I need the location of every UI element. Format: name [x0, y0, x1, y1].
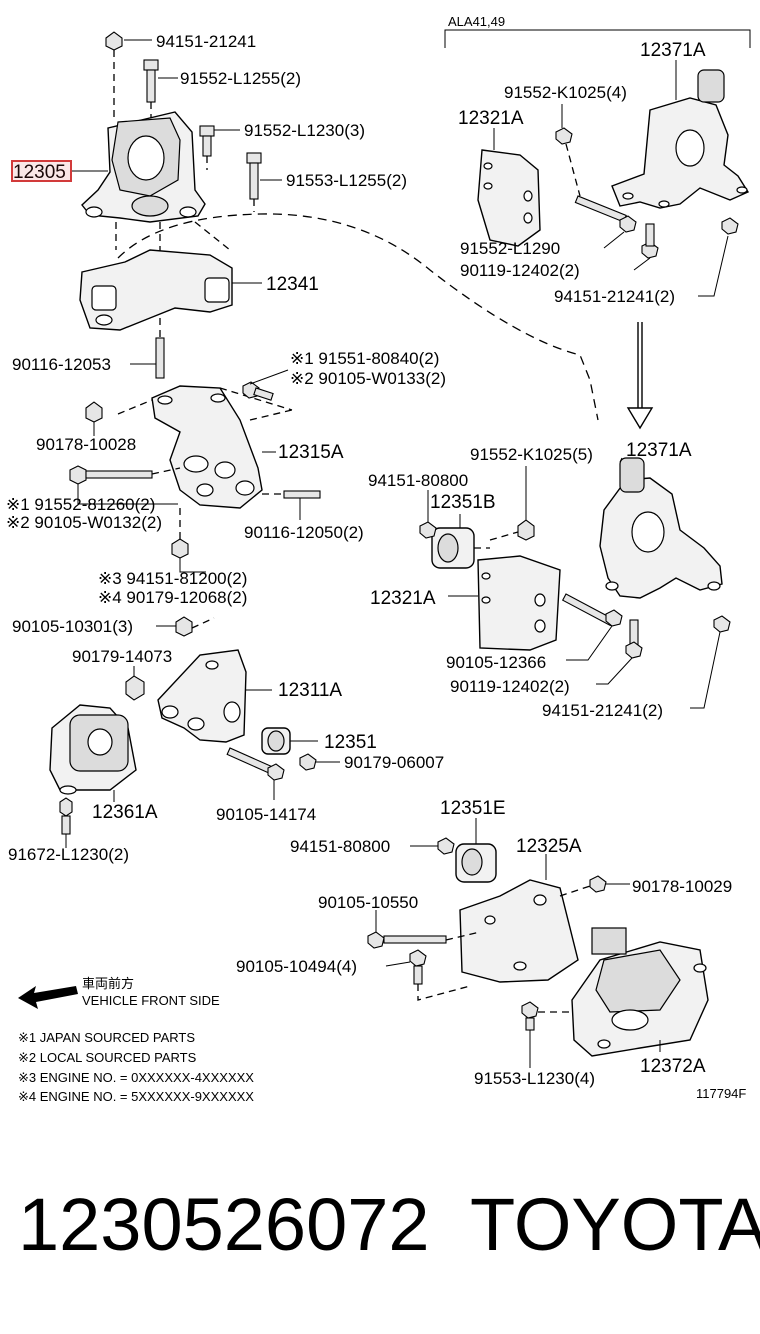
mount-12371a-mid — [599, 457, 723, 599]
engine-mount-12305 — [81, 111, 206, 223]
label-12351b: 12351B — [430, 492, 496, 513]
bracket-12315a — [151, 385, 263, 509]
label-91553-l1230: 91553-L1230(4) — [474, 1069, 595, 1088]
nut-90179-14073 — [125, 675, 145, 701]
label-12311a: 12311A — [278, 680, 342, 701]
label-90179-12068: ※4 90179-12068(2) — [98, 588, 247, 607]
stud-90116-12050 — [283, 490, 321, 499]
label-90105-10301: 90105-10301(3) — [12, 617, 133, 636]
label-90178-10028: 90178-10028 — [36, 435, 136, 454]
label-12371a-mid: 12371A — [626, 440, 692, 461]
nut-90179-06007 — [299, 753, 317, 771]
bracket-12325a — [459, 879, 579, 983]
note-4: ※4 ENGINE NO. = 5XXXXXX-9XXXXXX — [18, 1089, 254, 1104]
stud-90116-12053 — [155, 337, 165, 379]
nut-94151-81200 — [171, 538, 189, 559]
label-12341: 12341 — [266, 274, 319, 295]
nut-90178-10029 — [589, 875, 607, 893]
bolt-90105-10494 — [409, 949, 427, 985]
label-90105-w0133: ※2 90105-W0133(2) — [290, 369, 446, 388]
bushing-12351b — [431, 527, 475, 569]
label-12361a: 12361A — [92, 802, 158, 823]
label-91552-l1290: 91552-L1290 — [460, 239, 560, 258]
nut-94151-21241 — [713, 615, 731, 633]
label-90105-12366: 90105-12366 — [446, 653, 546, 672]
label-90119-12402-top: 90119-12402(2) — [460, 261, 580, 280]
label-front-en: VEHICLE FRONT SIDE — [82, 993, 220, 1008]
label-91672-l1230: 91672-L1230(2) — [8, 845, 129, 864]
label-94151-21241: 94151-21241 — [156, 32, 256, 51]
bushing-12351 — [261, 727, 291, 755]
nut-94151-80800-mid — [419, 521, 437, 539]
mount-12361a — [49, 704, 137, 795]
bolt-90105-10301 — [175, 616, 193, 637]
highlight-box — [11, 160, 72, 182]
bolt-91552-k1025 — [517, 519, 535, 541]
bolt-90119-12402 — [625, 619, 643, 659]
nut-94151-80800-low — [437, 837, 455, 855]
footer-brand: TOYOTA — [470, 1183, 760, 1266]
label-12321a-top: 12321A — [458, 108, 524, 129]
bolt-90105-14174 — [226, 747, 285, 781]
mount-12371a-top — [611, 69, 750, 209]
label-91552-81260: ※1 91552-81260(2) — [6, 495, 155, 514]
label-91553-l1255: 91553-L1255(2) — [286, 171, 407, 190]
engine-bracket-12341 — [79, 249, 233, 331]
variant-bracket-line — [444, 29, 751, 48]
bracket-12311a — [157, 649, 247, 743]
label-94151-21241-top: 94151-21241(2) — [554, 287, 675, 306]
nut-90178-10028 — [85, 401, 103, 423]
bolt-90105-10550 — [367, 931, 447, 949]
bolt-90105-12366 — [561, 593, 623, 627]
label-variant: ALA41,49 — [448, 14, 505, 29]
label-91552-k1025-5: 91552-K1025(5) — [470, 445, 593, 464]
front-arrow-icon — [18, 986, 78, 1009]
bolt-91553-l1230 — [521, 1001, 539, 1031]
bolt-group-top-right — [555, 127, 739, 259]
label-90179-14073: 90179-14073 — [72, 647, 172, 666]
bolt-91672-l1230 — [59, 797, 73, 835]
footer-part-number: 1230526072 — [18, 1183, 430, 1266]
label-12351e: 12351E — [440, 798, 506, 819]
label-90119-12402-mid: 90119-12402(2) — [450, 677, 570, 696]
label-94151-80800-low: 94151-80800 — [290, 837, 390, 856]
label-94151-80800-mid: 94151-80800 — [368, 471, 468, 490]
label-90178-10029: 90178-10029 — [632, 877, 732, 896]
label-12321a-mid: 12321A — [370, 588, 436, 609]
bolt-91552-81260 — [69, 465, 153, 485]
bracket-12321a-mid — [477, 555, 561, 651]
label-90116-12050: 90116-12050(2) — [244, 523, 364, 542]
label-91551-80840: ※1 91551-80840(2) — [290, 349, 439, 368]
label-front-jp: 車両前方 — [82, 976, 134, 991]
note-1: ※1 JAPAN SOURCED PARTS — [18, 1030, 195, 1045]
label-12351: 12351 — [324, 732, 377, 753]
label-12371a-top: 12371A — [640, 40, 706, 61]
arrow-down-icon — [626, 322, 654, 430]
label-90105-10494: 90105-10494(4) — [236, 957, 357, 976]
label-91552-k1025-4: 91552-K1025(4) — [504, 83, 627, 102]
label-12305: 12305 — [13, 162, 66, 183]
label-94151-81200: ※3 94151-81200(2) — [98, 569, 247, 588]
label-12372a: 12372A — [640, 1056, 706, 1077]
label-12325a: 12325A — [516, 836, 582, 857]
note-2: ※2 LOCAL SOURCED PARTS — [18, 1050, 197, 1065]
label-90105-14174: 90105-14174 — [216, 805, 316, 824]
label-90105-w0132: ※2 90105-W0132(2) — [6, 513, 162, 532]
note-3: ※3 ENGINE NO. = 0XXXXXX-4XXXXXX — [18, 1070, 254, 1085]
mount-12372a — [571, 927, 709, 1057]
label-90105-10550: 90105-10550 — [318, 893, 418, 912]
label-91552-l1230: 91552-L1230(3) — [244, 121, 365, 140]
bracket-12321a-top — [477, 149, 541, 247]
bolt-91551-80840 — [242, 381, 274, 401]
label-91552-l1255: 91552-L1255(2) — [180, 69, 301, 88]
label-12315a: 12315A — [278, 442, 344, 463]
label-90116-12053: 90116-12053 — [12, 355, 111, 374]
label-94151-21241-mid: 94151-21241(2) — [542, 701, 663, 720]
figure-id: 117794F — [696, 1086, 746, 1101]
label-90179-06007: 90179-06007 — [344, 753, 444, 772]
bushing-12351e — [455, 843, 497, 883]
